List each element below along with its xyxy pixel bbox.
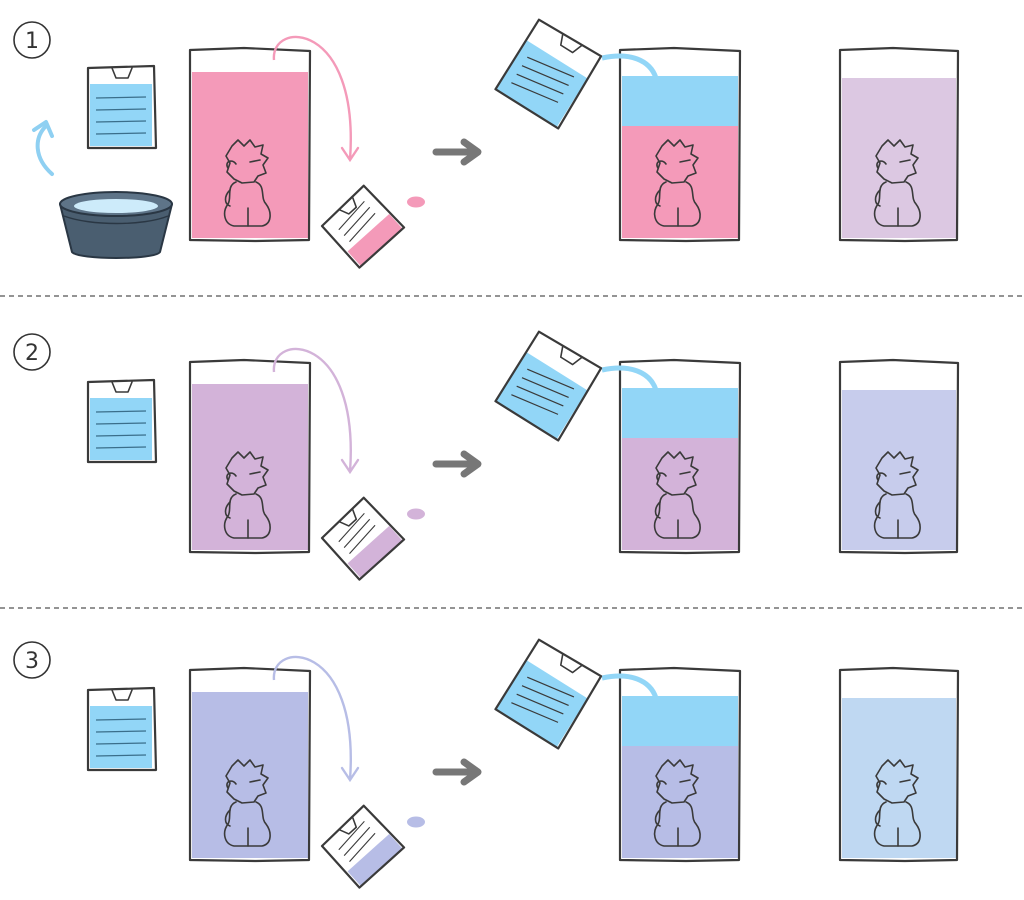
liquid — [192, 384, 308, 550]
figurine-icon — [653, 139, 701, 227]
transfer-arrow-icon — [272, 655, 360, 783]
source-container — [188, 46, 312, 243]
liquid — [842, 698, 956, 858]
cup-water — [495, 352, 588, 440]
figurine-icon — [653, 759, 701, 847]
step-row: 2 — [13, 330, 960, 581]
mixing-container — [618, 46, 742, 243]
figurine-icon — [223, 759, 271, 847]
mixing-container — [618, 358, 742, 555]
source-container — [188, 666, 312, 863]
pour-stream — [601, 365, 659, 391]
bag-liquid — [347, 833, 403, 887]
result-container — [838, 358, 960, 555]
liquid — [842, 390, 956, 550]
pour-stream — [601, 53, 659, 79]
bag-liquid — [347, 525, 403, 579]
figurine-icon — [873, 759, 921, 847]
bag-icon — [320, 496, 406, 581]
step-row: 1 — [13, 18, 960, 269]
step-number: 1 — [13, 21, 51, 59]
bag-liquid — [347, 213, 403, 267]
pouring-cup-icon — [494, 18, 603, 130]
figurine-icon — [223, 451, 271, 539]
step-number: 2 — [13, 333, 51, 371]
result-container — [838, 46, 960, 243]
figurine-icon — [873, 139, 921, 227]
cup-water — [90, 706, 152, 768]
drop-icon — [407, 196, 425, 208]
cup-water — [90, 84, 152, 146]
drop-icon — [407, 816, 425, 828]
result-container — [838, 666, 960, 863]
step-number: 3 — [13, 641, 51, 679]
figurine-icon — [873, 451, 921, 539]
cup-water — [495, 660, 588, 748]
mixing-container — [618, 666, 742, 863]
water-basin-icon — [58, 191, 174, 259]
step-row: 3 — [13, 638, 960, 889]
step-label: 2 — [25, 341, 39, 366]
measuring-cup-icon — [86, 64, 158, 150]
transfer-arrow-icon — [272, 347, 360, 475]
step-label: 3 — [25, 649, 39, 674]
liquid — [842, 78, 956, 238]
up-arrow-icon — [32, 120, 54, 176]
right-arrow-icon — [432, 450, 482, 478]
source-container — [188, 358, 312, 555]
pouring-cup-icon — [494, 330, 603, 442]
liquid — [192, 72, 308, 238]
figurine-icon — [223, 139, 271, 227]
right-arrow-icon — [432, 138, 482, 166]
liquid — [192, 692, 308, 858]
cup-water — [495, 40, 588, 128]
cup-water — [90, 398, 152, 460]
figurine-icon — [653, 451, 701, 539]
transfer-arrow-icon — [272, 35, 360, 163]
measuring-cup-icon — [86, 686, 158, 772]
pour-stream — [601, 673, 659, 699]
bag-icon — [320, 184, 406, 269]
bag-icon — [320, 804, 406, 889]
measuring-cup-icon — [86, 378, 158, 464]
step-label: 1 — [25, 29, 39, 54]
pouring-cup-icon — [494, 638, 603, 750]
drop-icon — [407, 508, 425, 520]
right-arrow-icon — [432, 758, 482, 786]
